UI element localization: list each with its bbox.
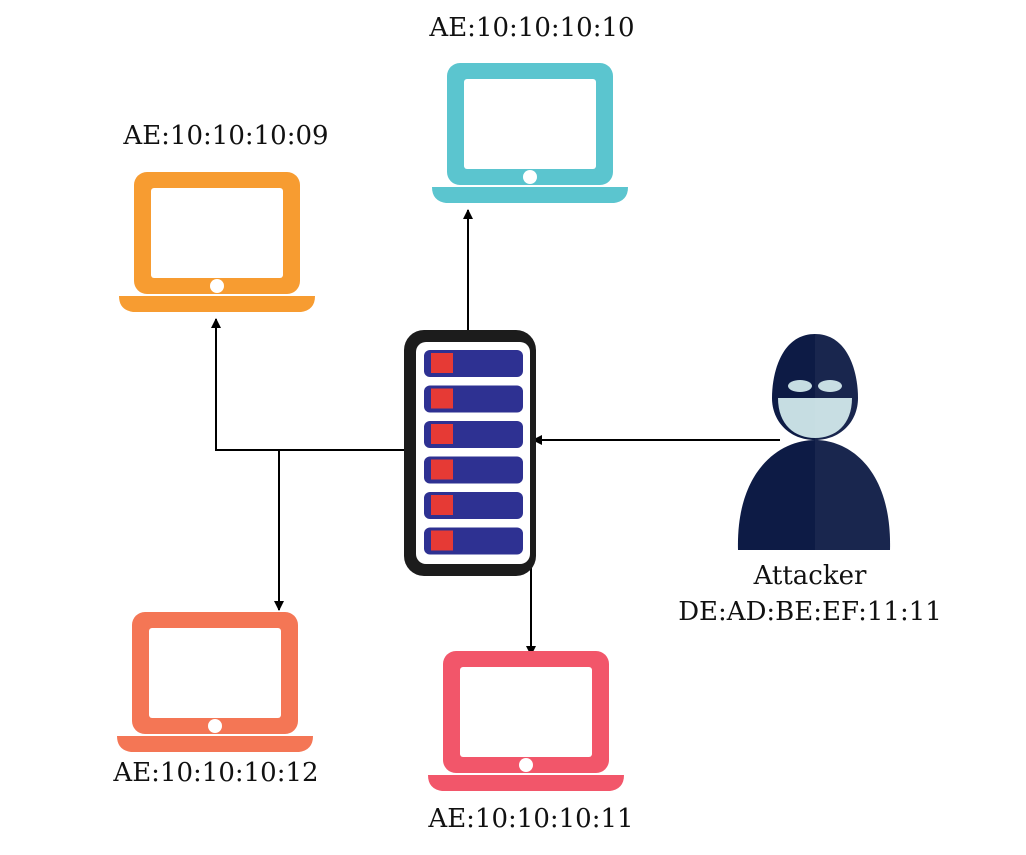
laptop-icon bbox=[119, 172, 315, 312]
laptop-icon bbox=[428, 651, 624, 791]
laptop-bottom-left-mac-label: AE:10:10:10:12 bbox=[112, 758, 318, 788]
server-led bbox=[431, 388, 453, 409]
attacker: Attacker DE:AD:BE:EF:11:11 bbox=[678, 334, 942, 627]
laptop-left-mac-label: AE:10:10:10:09 bbox=[122, 121, 328, 151]
laptop-bottom-mac-label: AE:10:10:10:11 bbox=[427, 804, 633, 834]
laptop-top-mac-label: AE:10:10:10:10 bbox=[428, 13, 634, 43]
server-led bbox=[431, 530, 453, 551]
switch bbox=[404, 330, 536, 576]
server-led bbox=[431, 495, 453, 515]
server-led bbox=[431, 353, 453, 373]
laptop-icon bbox=[432, 63, 628, 203]
server-rack-icon bbox=[404, 330, 536, 576]
laptop-left: AE:10:10:10:09 bbox=[119, 121, 329, 312]
server-led bbox=[431, 459, 453, 480]
edge-switch-to-left-laptop bbox=[211, 318, 404, 451]
server-led bbox=[431, 424, 453, 444]
laptop-bottom: AE:10:10:10:11 bbox=[427, 651, 634, 834]
laptop-top: AE:10:10:10:10 bbox=[428, 13, 635, 203]
hooded-hacker-icon bbox=[737, 334, 891, 550]
attacker-label: Attacker bbox=[753, 561, 867, 591]
edges bbox=[211, 209, 780, 656]
laptop-icon bbox=[117, 612, 313, 752]
attacker-mac-label: DE:AD:BE:EF:11:11 bbox=[678, 597, 942, 627]
laptop-bottom-left: AE:10:10:10:12 bbox=[112, 612, 319, 788]
